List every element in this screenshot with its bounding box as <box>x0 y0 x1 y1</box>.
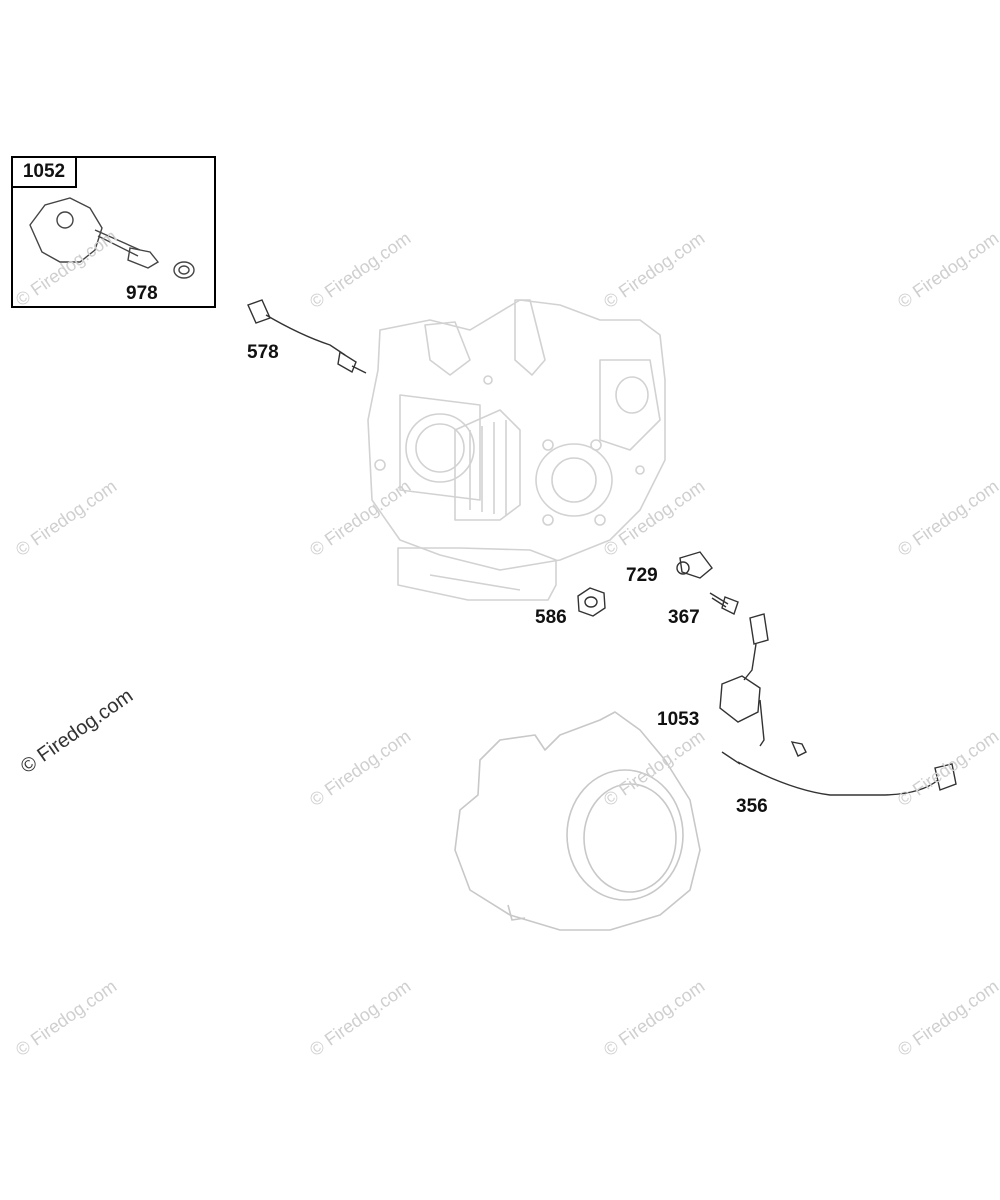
callout-578: 578 <box>247 342 279 363</box>
part-356-drawing <box>721 741 957 796</box>
callout-729: 729 <box>626 565 658 586</box>
callout-367: 367 <box>668 607 700 628</box>
part-578-drawing <box>247 299 367 374</box>
inset-frame: 1052 <box>11 156 216 308</box>
part-367-drawing <box>709 592 739 615</box>
callout-978: 978 <box>126 283 158 304</box>
callout-356: 356 <box>736 796 768 817</box>
callout-586: 586 <box>535 607 567 628</box>
part-1052-drawing <box>29 197 195 279</box>
callout-1053: 1053 <box>657 709 700 730</box>
engine-block-drawing <box>367 299 666 601</box>
part-586-drawing <box>577 587 606 617</box>
part-729-drawing <box>676 551 713 579</box>
inset-label-1052: 1052 <box>13 158 77 188</box>
blower-housing-drawing <box>454 711 701 931</box>
part-1053-drawing <box>719 613 769 747</box>
